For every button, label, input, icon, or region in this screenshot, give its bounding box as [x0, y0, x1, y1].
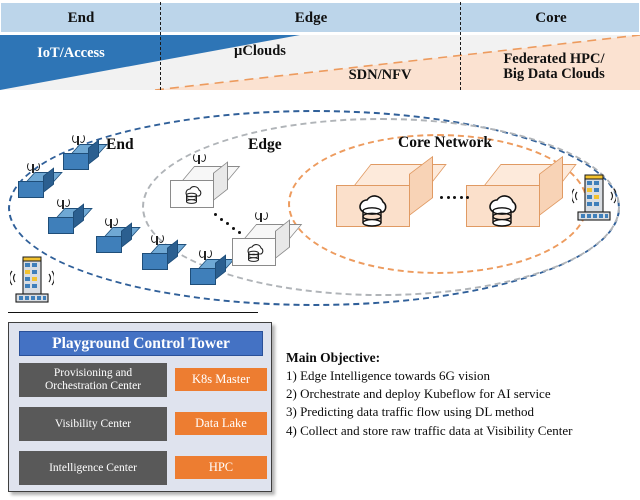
panel-row-intelligence[interactable]: Intelligence Center HPC [19, 451, 267, 485]
tier-divider-end-edge [160, 2, 161, 90]
antenna-icon [26, 161, 40, 173]
antenna-icon [192, 152, 206, 164]
zone-label-core: Core Network [398, 134, 492, 151]
cell-tower-icon [572, 174, 616, 221]
antenna-icon [104, 216, 118, 228]
edge-zone-ellipse [142, 118, 620, 296]
panel-row-label: Visibility Center [19, 407, 167, 441]
antenna-icon [150, 233, 164, 245]
network-architecture-diagram: End Edge Core Network [0, 96, 640, 318]
cloud-database-icon [489, 195, 517, 227]
panel-row-label: Provisioning and Orchestration Center [19, 363, 167, 397]
end-device-cube [63, 134, 108, 178]
antenna-icon [71, 133, 85, 145]
objective-item: 3) Predicting data traffic flow using DL… [286, 404, 535, 420]
tier-header-end: End [67, 10, 95, 26]
panel-row-visibility[interactable]: Visibility Center Data Lake [19, 407, 267, 441]
end-device-cube [18, 162, 63, 206]
architecture-tier-banner: End Edge Core IoT/Access µClouds SDN/NFV… [0, 2, 640, 92]
zone-label-end: End [106, 136, 134, 153]
antenna-icon [198, 248, 212, 260]
cell-tower-icon [10, 256, 54, 303]
band-label-sdn-nfv: SDN/NFV [348, 67, 412, 84]
antenna-icon [254, 210, 268, 222]
band-label-federated-hpc: Federated HPC/ Big Data Clouds [503, 50, 605, 82]
core-link-dotted [440, 196, 469, 199]
playground-control-tower-panel: Playground Control Tower Provisioning an… [8, 322, 272, 492]
band-label-iot-access: IoT/Access [37, 45, 105, 62]
panel-row-provisioning[interactable]: Provisioning and Orchestration Center K8… [19, 363, 267, 397]
objectives-title: Main Objective: [286, 350, 381, 365]
edge-server-box [170, 153, 241, 216]
panel-row-badge[interactable]: Data Lake [175, 412, 267, 435]
end-device-cube [96, 217, 141, 261]
end-device-cube [48, 198, 93, 242]
tier-divider-edge-core [460, 2, 461, 90]
end-device-cube [142, 234, 187, 278]
panel-title: Playground Control Tower [19, 331, 263, 356]
technology-band: IoT/Access µClouds SDN/NFV Federated HPC… [0, 35, 640, 90]
tier-header-core: Core [535, 10, 567, 26]
objective-item: 4) Collect and store raw traffic data at… [286, 422, 573, 438]
objective-item: 1) Edge Intelligence towards 6G vision [286, 368, 490, 383]
diagram-baseline-rule [8, 312, 258, 313]
antenna-icon [56, 197, 70, 209]
end-device-cube [190, 249, 235, 293]
objective-item: 2) Orchestrate and deploy Kubeflow for A… [286, 386, 551, 402]
main-objective-list: Main Objective: 1) Edge Intelligence tow… [286, 350, 636, 440]
panel-row-badge[interactable]: K8s Master [175, 368, 267, 391]
edge-link-dotted [214, 213, 244, 235]
core-datacenter-box [466, 155, 577, 236]
panel-row-badge[interactable]: HPC [175, 456, 267, 479]
cloud-database-icon [247, 244, 264, 262]
zone-label-edge: Edge [248, 136, 282, 153]
core-datacenter-box [336, 155, 447, 236]
cloud-database-icon [359, 195, 387, 227]
tier-header-row: End Edge Core [0, 2, 640, 33]
band-label-uclouds: µClouds [234, 43, 286, 60]
panel-row-label: Intelligence Center [19, 451, 167, 485]
edge-server-box [232, 211, 303, 274]
cloud-database-icon [185, 186, 202, 204]
tier-header-edge: Edge [294, 10, 328, 26]
